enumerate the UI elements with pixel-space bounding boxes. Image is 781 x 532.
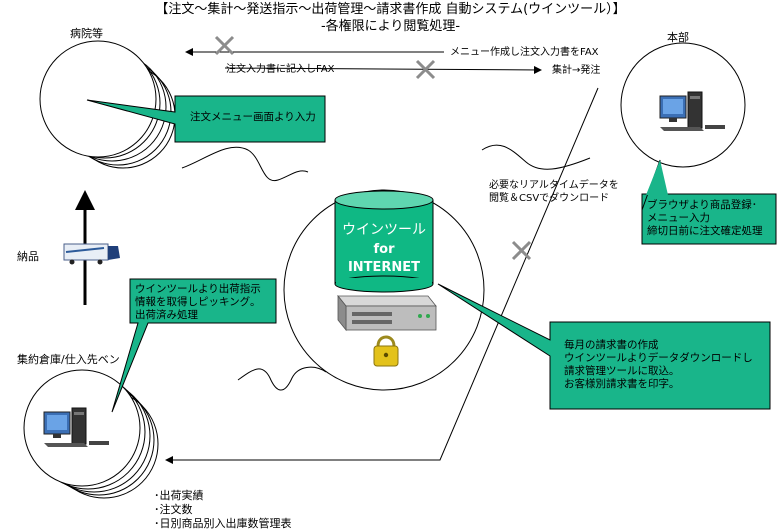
callout-hospital-text: 注文メニュー画面より入力 (190, 111, 316, 123)
callout-warehouse-shape (111, 278, 277, 413)
callout-billing-shape (437, 283, 771, 410)
arrow-aggregate-to-warehouse (165, 87, 599, 464)
callout-warehouse-text: ウインツールより出荷指示 情報を取得しピッキング｡ 出荷済み処理 (135, 283, 261, 321)
delivery-label: 納品 (17, 250, 39, 263)
connection-curves (181, 144, 591, 391)
diagram-title: 【注文～集計～発送指示～出荷管理～請求書作成 自動システム(ウインツール）】 (155, 2, 626, 17)
truck-icon (63, 243, 120, 265)
computer-icon-warehouse (43, 407, 109, 447)
order-fax-label: 注文入力書に記入しFAX (226, 64, 335, 75)
diagram-subtitle: -各権限により閲覧処理- (320, 19, 461, 34)
aggregate-label: 集計→発注 (552, 65, 601, 76)
realtime-label: 必要なリアルタイムデータを 閲覧＆CSVでダウンロード (489, 180, 619, 204)
headquarters-label: 本部 (667, 31, 689, 44)
menu-fax-label: メニュー作成し注文入力書をFAX (450, 47, 599, 58)
server-name-line1: ウインツール (342, 222, 426, 238)
warehouse-label: 集約倉庫/仕入先ベン (17, 353, 120, 366)
padlock-icon (373, 335, 399, 367)
server-rack-icon (337, 294, 437, 332)
cross-marks (214, 35, 532, 261)
arrow-order-fax (224, 65, 542, 74)
arrow-delivery-head (75, 190, 95, 210)
callout-hospital-shape (86, 95, 326, 143)
hospital-label: 病院等 (70, 27, 103, 40)
hospital-circle-stack (39, 40, 176, 169)
computer-icon-headquarters (659, 91, 725, 131)
database-cylinder-icon (334, 190, 434, 293)
bullet-item: ･日別商品別入出庫数管理表 (154, 517, 292, 530)
callout-billing-text: 毎月の請求書の作成 ウインツールよりデータダウンロードし 請求管理ツールに取込｡… (564, 339, 753, 390)
bullet-item: ･注文数 (154, 503, 193, 516)
bullet-item: ･出荷実績 (154, 489, 204, 502)
server-name-line2: for (373, 242, 395, 257)
server-name-line3: INTERNET (347, 260, 421, 275)
callout-headquarters-text: ブラウザより商品登録･ メニュー入力 締切日前に注文確定処理 (647, 199, 763, 237)
